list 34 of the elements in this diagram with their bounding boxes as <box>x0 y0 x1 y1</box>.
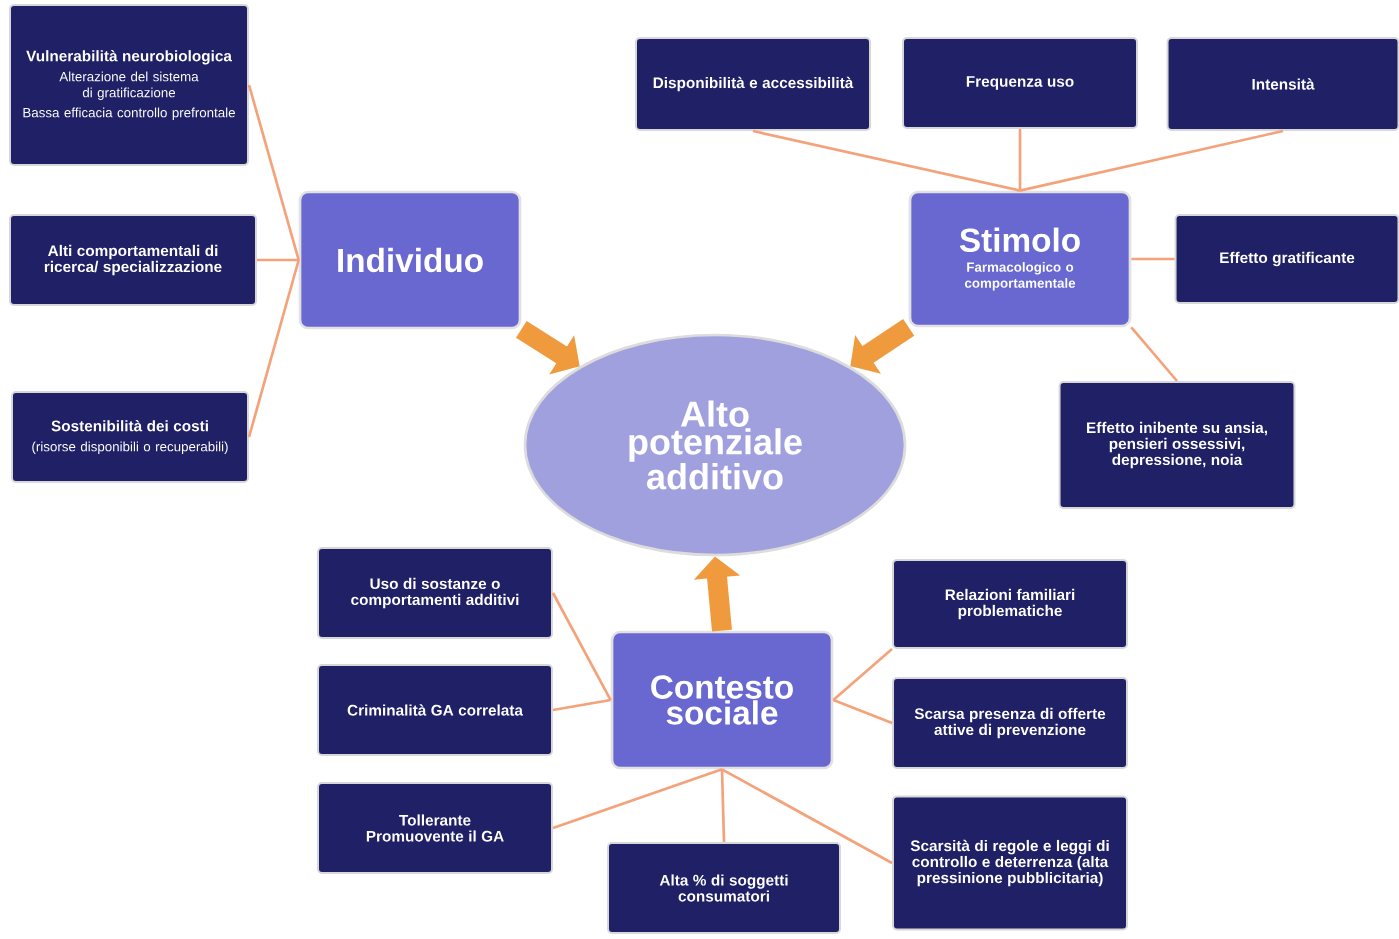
factor-box: Disponibilità e accessibilità <box>635 37 871 131</box>
connector-line <box>247 259 300 438</box>
factor-box: Vulnerabilità neurobiologica Alterazione del sistema di gratificazione Bassa efficacia controllo prefrontale <box>9 4 249 166</box>
factor-box: Relazioni familiari problematiche <box>892 559 1128 649</box>
category-box: Stimolo Farmacologico o comportamentale <box>908 190 1132 328</box>
factor-box: Scarsa presenza di offerte attive di prevenzione <box>892 677 1128 769</box>
factor-box: Tollerante Promuovente il GA <box>317 782 553 874</box>
connector-line <box>1019 129 1284 192</box>
connector-line <box>552 698 611 712</box>
connector-line <box>551 592 612 701</box>
factor-box: Sostenibilità dei costi (risorse disponibili o recuperabili) <box>11 391 249 483</box>
connector-line <box>1018 129 1022 191</box>
category-box: Contesto sociale <box>610 630 834 770</box>
factor-box: Effetto gratificante <box>1174 214 1399 304</box>
connector-line <box>721 768 893 865</box>
factor-box: Intensità <box>1166 37 1399 131</box>
factor-box: Criminalità GA correlata <box>317 664 553 756</box>
factor-box: Uso di sostanze o comportamenti additivi <box>317 547 553 639</box>
factor-box: Scarsità di regole e leggi di controllo e deterrenza (alta pressinione pubblicitaria) <box>892 795 1128 931</box>
connector-line <box>832 698 893 725</box>
connector-line <box>247 84 300 261</box>
block-arrow <box>850 319 915 374</box>
connector-line <box>832 648 893 701</box>
connector-line <box>257 258 299 262</box>
factor-box: Effetto inibente su ansia, pensieri ossessivi, depressione, noia <box>1058 381 1296 509</box>
category-box: Individuo <box>298 190 522 330</box>
factor-box: Alta % di soggetti consumatori <box>607 842 841 934</box>
connector-line <box>752 129 1021 192</box>
factor-box: Alti comportamentali di ricerca/ specializzazione <box>9 214 257 306</box>
factor-box: Frequenza uso <box>902 37 1138 129</box>
connector-line <box>720 769 726 843</box>
connector-line <box>552 768 723 830</box>
connector-line <box>1130 326 1179 382</box>
connector-line <box>1131 257 1175 261</box>
